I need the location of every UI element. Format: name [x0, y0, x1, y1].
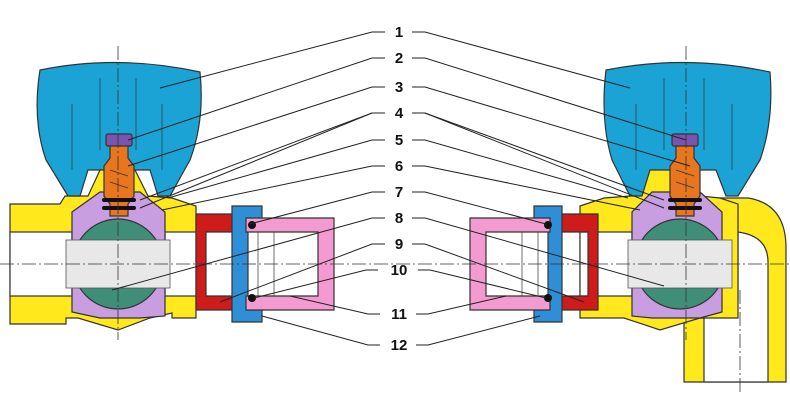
callout-7: 7 [395, 184, 403, 201]
leader-9-right [412, 243, 585, 303]
callout-4: 4 [395, 105, 404, 122]
leader-6-right [412, 165, 641, 211]
left-oring-top [248, 221, 256, 229]
right-stem-oring-1 [668, 198, 702, 202]
leader-12-left [261, 315, 380, 346]
leader-8-left [111, 217, 385, 291]
left-stem-oring-2 [102, 206, 136, 210]
leader-6-left [161, 165, 385, 211]
leader-lines [111, 31, 691, 346]
callout-11: 11 [391, 306, 407, 323]
callout-3: 3 [395, 79, 403, 96]
leader-5-right [412, 139, 629, 199]
right-valve [469, 61, 787, 383]
callout-6: 6 [395, 158, 403, 175]
leader-10-right [418, 269, 547, 299]
leader-11-right [416, 295, 507, 315]
leader-7-left [249, 191, 385, 225]
callout-numbers: 1 2 3 4 5 6 7 8 9 10 11 12 [391, 24, 408, 354]
callout-5: 5 [395, 132, 403, 149]
right-stem-oring-2 [668, 206, 702, 210]
callout-1: 1 [395, 24, 403, 41]
callout-8: 8 [395, 210, 403, 227]
left-handle [36, 61, 202, 197]
center-lines [0, 46, 790, 392]
leader-1-right [412, 31, 631, 89]
callout-12: 12 [391, 337, 408, 354]
leader-11-left [289, 295, 380, 315]
leader-3-right [412, 86, 691, 167]
leader-12-right [416, 315, 541, 346]
left-stem-cap [105, 133, 133, 147]
leader-8-right [412, 217, 665, 287]
leader-2-left [127, 57, 385, 141]
leader-1-left [159, 31, 385, 89]
leader-2-right [412, 57, 687, 141]
leader-7-right [412, 191, 547, 225]
right-handle-inner [635, 78, 733, 170]
left-stem-thread [109, 169, 129, 189]
right-oring-top [544, 221, 552, 229]
leader-4-right-b [412, 112, 665, 209]
leader-9-left [219, 243, 385, 303]
right-handle [603, 61, 772, 197]
leader-4-left-b [139, 112, 385, 209]
right-stem-thread [675, 169, 695, 189]
leader-10-left [253, 269, 378, 299]
leader-3-left [127, 86, 385, 167]
left-stem-oring-1 [102, 198, 136, 202]
right-oring-bottom [544, 294, 552, 302]
callout-2: 2 [395, 50, 403, 67]
left-handle-inner [71, 78, 163, 170]
callout-10: 10 [391, 262, 408, 279]
callout-9: 9 [395, 236, 403, 253]
left-oring-bottom [248, 294, 256, 302]
leader-5-left [167, 139, 385, 199]
